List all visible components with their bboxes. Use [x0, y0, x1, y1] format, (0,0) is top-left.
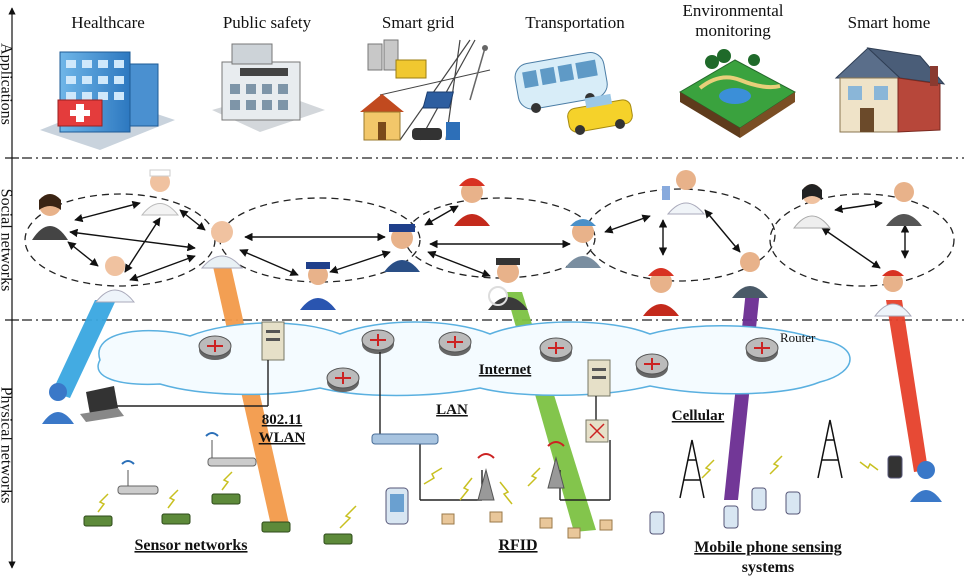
rfid-tag-icon [599, 519, 613, 531]
sensor-node-icon [211, 493, 241, 505]
smartphone-icon [385, 487, 409, 525]
driver-icon [488, 258, 528, 310]
rfid-reader-icon [547, 441, 565, 489]
user-avatar-icon [910, 461, 942, 502]
app-title-smart-grid: Smart grid [382, 13, 455, 32]
hospital-illustration [40, 51, 175, 150]
layer-label-applications: Applications [0, 43, 15, 125]
router-icon [539, 337, 573, 362]
transportation-illustration [514, 52, 633, 135]
smart-grid-illustration [360, 39, 491, 141]
person-icon [32, 194, 68, 240]
mobile-sensing-label-line2: systems [742, 559, 794, 576]
router-icon [198, 335, 232, 360]
router-icon [745, 337, 779, 362]
app-title-transportation: Transportation [525, 13, 625, 32]
connection-beam [212, 262, 290, 530]
police-officer-icon [300, 262, 336, 310]
rfid-tag-icon [489, 511, 503, 523]
sensor-node-icon [161, 513, 191, 525]
sensor-node-icon [323, 533, 353, 545]
rfid-tag-icon [567, 527, 581, 539]
user-avatar-icon [42, 383, 74, 424]
smartphone-icon [751, 487, 767, 511]
cell-tower-icon [679, 419, 843, 499]
firewall-icon [585, 419, 609, 443]
social-links [67, 199, 910, 282]
server-icon [261, 321, 285, 361]
rfid-tag-icon [539, 517, 553, 529]
app-title-monitoring: monitoring [695, 21, 771, 40]
layer-axis: Applications Social networks Physical ne… [0, 7, 19, 569]
cellular-label: Cellular [672, 408, 725, 424]
app-title-smart-home: Smart home [848, 13, 931, 32]
connection-beam [724, 290, 760, 500]
connection-beam [52, 300, 116, 398]
environment-illustration [679, 49, 796, 138]
layer-label-social-networks: Social networks [0, 189, 15, 292]
router-icon [361, 329, 395, 354]
scientist-icon [662, 170, 706, 215]
woman-icon [792, 184, 832, 229]
router-icon [438, 331, 472, 356]
cyclist-icon [565, 219, 601, 268]
router-icon [635, 353, 669, 378]
sensor-node-icon [83, 515, 113, 527]
mobile-sensing-label-line1: Mobile phone sensing [694, 539, 842, 556]
smartphone-icon [887, 455, 903, 479]
laptop-icon [80, 386, 124, 422]
doctor-icon [94, 256, 136, 303]
wlan-label-line2: WLAN [259, 430, 306, 446]
wireless-links [97, 455, 879, 529]
sensor-nodes [83, 493, 353, 545]
access-point-icon [117, 460, 159, 495]
mobile-phones [649, 455, 903, 535]
access-point-icon [205, 432, 257, 467]
man-icon [886, 182, 922, 226]
router-icon [326, 367, 360, 392]
social-people [32, 169, 922, 317]
firefighter-icon [454, 178, 490, 226]
smart-home-illustration [834, 47, 946, 133]
police-building-illustration [212, 43, 325, 132]
app-title-public-safety: Public safety [223, 13, 312, 32]
smartphone-icon [785, 491, 801, 515]
layer-label-physical-networks: Physical networks [0, 387, 15, 504]
internet-label: Internet [479, 362, 532, 378]
lan-switch-icon [371, 433, 439, 445]
internet-cloud [97, 321, 851, 397]
nurse-icon [140, 169, 180, 216]
sensor-networks-label: Sensor networks [134, 537, 247, 554]
smartphone-icon [649, 511, 665, 535]
connection-beam [886, 300, 928, 472]
lan-label: LAN [436, 402, 468, 418]
rfid-tag-icon [441, 513, 455, 525]
patient-icon [200, 221, 244, 269]
rfid-label: RFID [498, 537, 537, 554]
person-icon [732, 252, 768, 298]
firefighter-icon [643, 268, 679, 316]
officer-icon [384, 224, 420, 272]
rfid-tags [441, 511, 613, 539]
app-title-healthcare: Healthcare [71, 13, 145, 32]
smartphone-icon [723, 505, 739, 529]
sensor-node-icon [261, 521, 291, 533]
wlan-label-line1: 802.11 [262, 412, 302, 428]
rfid-reader-icon [477, 453, 495, 501]
worker-icon [873, 270, 913, 317]
app-title-environmental: Environmental [682, 1, 783, 20]
routers [198, 329, 779, 392]
router-label: Router [780, 330, 816, 345]
server-icon [587, 359, 611, 397]
